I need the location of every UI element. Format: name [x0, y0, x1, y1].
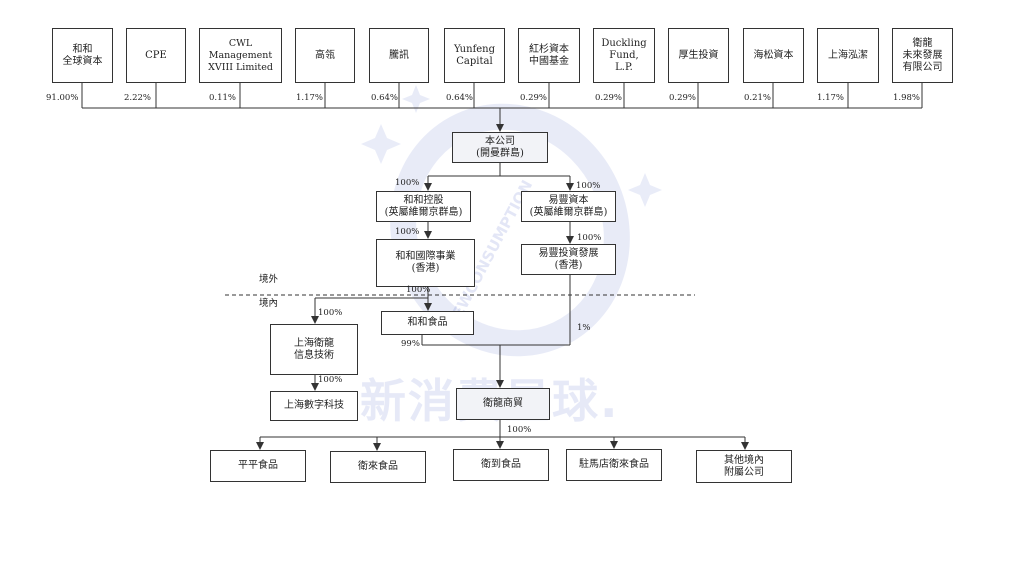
pct-housheng: 0.29% — [669, 93, 697, 103]
region-onshore-label: 境內 — [259, 298, 279, 309]
pct-trade-from-yifeng: 1% — [577, 323, 591, 333]
shareholder-duckling: Duckling Fund, L.P. — [593, 28, 655, 83]
shareholder-haisong: 海松資本 — [743, 28, 804, 83]
subsidiary-other: 其他境內 附屬公司 — [696, 450, 792, 483]
pct-yifeng-invest: 100% — [577, 233, 602, 243]
shareholder-yunfeng: Yunfeng Capital — [444, 28, 505, 83]
shareholder-sequoia: 紅杉資本 中國基金 — [518, 28, 580, 83]
shareholder-sh-hongjie: 上海泓潔 — [817, 28, 879, 83]
shareholder-cwl: CWL Management XVIII Limited — [199, 28, 282, 83]
pct-duckling: 0.29% — [595, 93, 623, 103]
pct-yifeng-capital: 100% — [576, 181, 601, 191]
yifeng-capital-box: 易豐資本 (英屬維爾京群島) — [521, 191, 616, 222]
subsidiary-pingping: 平平食品 — [210, 450, 306, 482]
shareholder-weilong-future: 衛龍 未來發展 有限公司 — [892, 28, 953, 83]
pct-sh-digital: 100% — [318, 375, 343, 385]
shareholder-cpe: CPE — [126, 28, 186, 83]
pct-cpe: 2.22% — [124, 93, 152, 103]
pct-sequoia: 0.29% — [520, 93, 548, 103]
pct-hehe-intl: 100% — [395, 227, 420, 237]
pct-yunfeng: 0.64% — [446, 93, 474, 103]
pct-tencent: 0.64% — [371, 93, 399, 103]
pct-trade-from-food: 99% — [401, 339, 420, 349]
pct-hehe-food: 100% — [406, 285, 431, 295]
pct-hillhouse: 1.17% — [296, 93, 324, 103]
pct-haisong: 0.21% — [744, 93, 772, 103]
sh-weilong-it-box: 上海衛龍 信息技術 — [270, 324, 358, 375]
pct-sh-weilong-it: 100% — [318, 308, 343, 318]
hehe-intl-box: 和和國際事業 (香港) — [376, 239, 475, 287]
weilong-trade-box: 衛龍商貿 — [456, 388, 550, 420]
pct-hehe-holding: 100% — [395, 178, 420, 188]
subsidiary-weilai: 衛來食品 — [330, 451, 426, 483]
shareholder-hillhouse: 高瓴 — [295, 28, 355, 83]
pct-weilong-future: 1.98% — [893, 93, 921, 103]
shareholder-hehe-global: 和和 全球資本 — [52, 28, 113, 83]
yifeng-invest-box: 易豐投資發展 (香港) — [521, 244, 616, 275]
pct-hehe-global: 91.00% — [46, 93, 79, 103]
pct-subsidiaries: 100% — [507, 425, 532, 435]
hehe-food-box: 和和食品 — [381, 311, 474, 335]
subsidiary-zhumadian: 駐馬店衛來食品 — [566, 449, 662, 481]
sh-digital-box: 上海數字科技 — [270, 391, 358, 421]
shareholder-housheng: 厚生投資 — [668, 28, 729, 83]
hehe-holding-box: 和和控股 (英屬維爾京群島) — [376, 191, 471, 222]
shareholder-tencent: 騰訊 — [369, 28, 429, 83]
pct-sh-hongjie: 1.17% — [817, 93, 845, 103]
pct-cwl: 0.11% — [209, 93, 237, 103]
company-box: 本公司 (開曼群島) — [452, 132, 548, 163]
subsidiary-weidao: 衛到食品 — [453, 449, 549, 481]
region-offshore-label: 境外 — [259, 274, 279, 285]
